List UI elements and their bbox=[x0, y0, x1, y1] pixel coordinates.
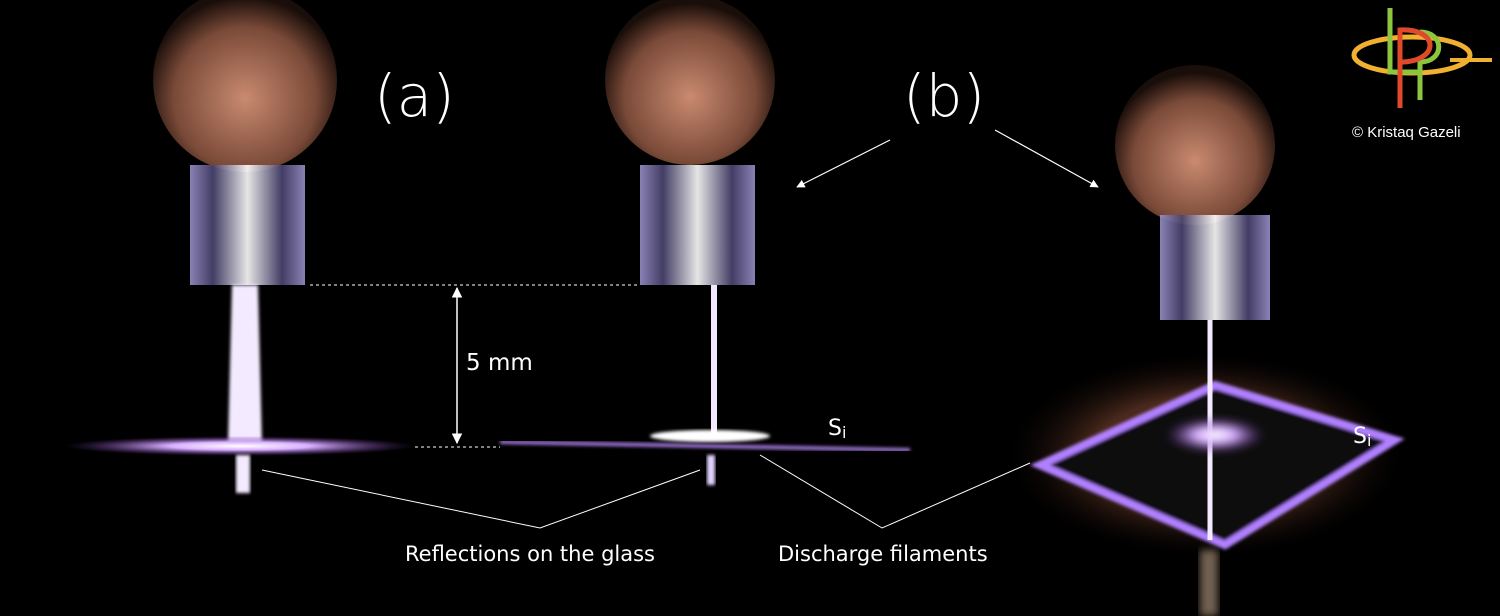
si-subscript: i bbox=[841, 423, 847, 442]
filament-pointer bbox=[759, 454, 1031, 529]
si-letter: S bbox=[1353, 424, 1367, 449]
reflections-label: Reflections on the glass bbox=[405, 542, 655, 566]
arrow-b-left bbox=[796, 139, 891, 188]
si-subscript: i bbox=[1366, 431, 1372, 450]
gap-label: 5 mm bbox=[466, 350, 533, 376]
electrode-a bbox=[65, 0, 415, 493]
panel-a-label: (a) bbox=[374, 62, 455, 130]
panel-b-label: (b) bbox=[903, 62, 986, 130]
si-label-right: Si bbox=[1353, 424, 1371, 450]
filaments-label: Discharge filaments bbox=[778, 542, 988, 566]
lppg-logo bbox=[1351, 8, 1492, 108]
si-letter: S bbox=[828, 416, 842, 441]
electrode-b-side bbox=[499, 0, 911, 485]
reflection-pointer bbox=[261, 469, 701, 529]
arrow-b-right bbox=[994, 129, 1099, 188]
si-label-left: Si bbox=[828, 416, 846, 442]
electrode-b-top bbox=[1000, 65, 1410, 616]
copyright-text: © Kristaq Gazeli bbox=[1352, 124, 1461, 141]
